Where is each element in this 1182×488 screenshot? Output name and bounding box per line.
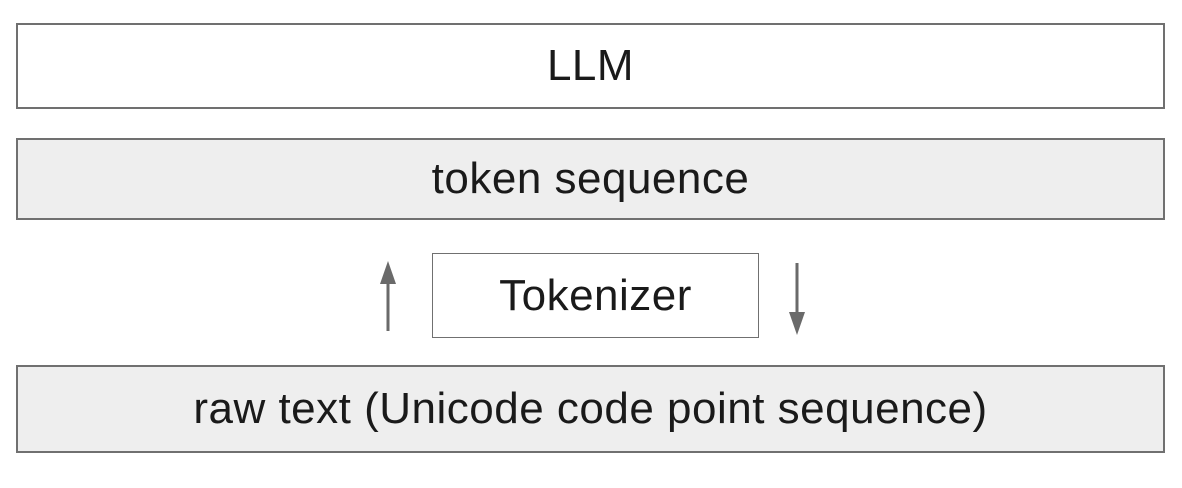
llm-box: LLM bbox=[16, 23, 1165, 109]
tokenizer-label: Tokenizer bbox=[499, 270, 692, 320]
token-sequence-label: token sequence bbox=[431, 154, 750, 203]
encode-up-arrow-icon bbox=[376, 261, 400, 338]
decode-down-arrow-icon bbox=[785, 261, 809, 340]
token-sequence-box: token sequence bbox=[16, 138, 1165, 220]
llm-label: LLM bbox=[546, 41, 635, 90]
tokenizer-box: Tokenizer bbox=[432, 253, 759, 338]
raw-text-label: raw text (Unicode code point sequence) bbox=[193, 384, 988, 433]
raw-text-box: raw text (Unicode code point sequence) bbox=[16, 365, 1165, 453]
